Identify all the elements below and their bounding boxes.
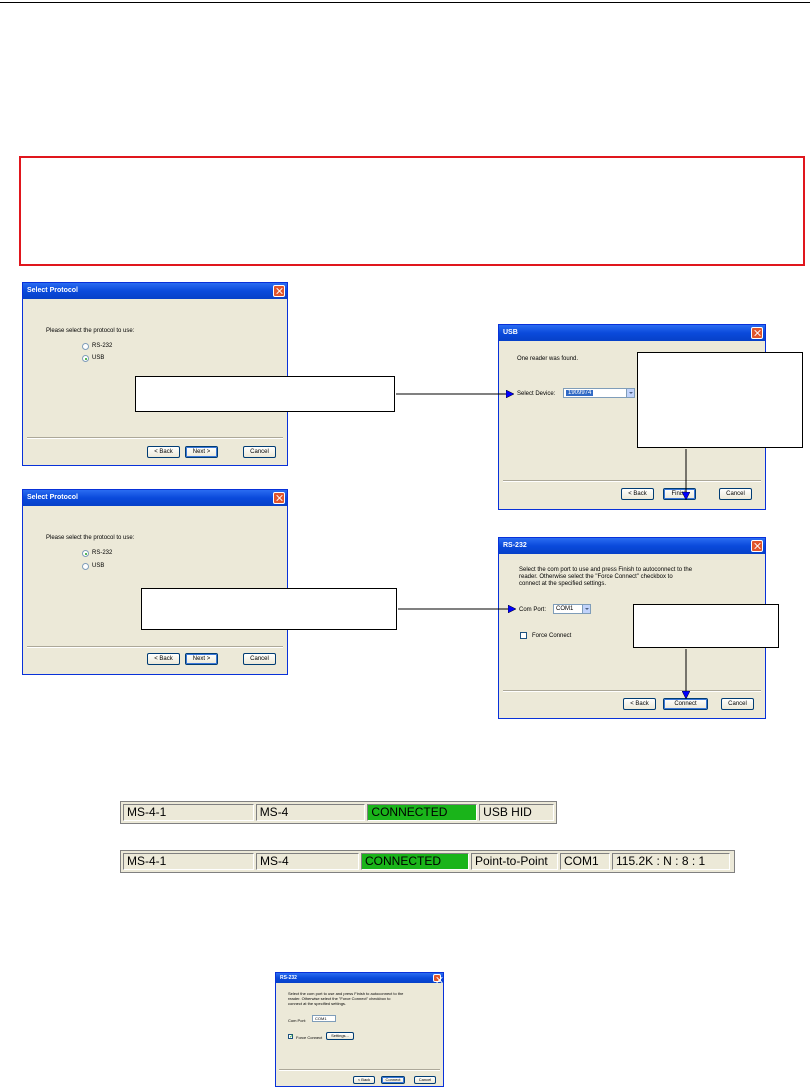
dialog-title: RS-232	[499, 538, 765, 554]
back-button[interactable]: < Back	[623, 698, 656, 710]
cancel-button[interactable]: Cancel	[719, 488, 752, 500]
close-icon[interactable]	[751, 540, 763, 552]
select-device-dropdown[interactable]: 1909974	[563, 388, 635, 398]
select-device-label: Select Device:	[517, 391, 556, 397]
select-protocol-dialog-rs232: Select Protocol Please select the protoc…	[22, 489, 288, 675]
radio-rs232[interactable]	[82, 550, 89, 557]
cancel-button[interactable]: Cancel	[414, 1076, 436, 1084]
page-header-rule	[0, 2, 810, 3]
radio-usb[interactable]	[82, 355, 89, 362]
important-note-box	[19, 156, 805, 266]
force-connect-checkbox[interactable]	[520, 632, 527, 639]
back-button[interactable]: < Back	[353, 1076, 375, 1084]
com-port-label: Com Port:	[519, 607, 547, 613]
instructions-line-1: Select the com port to use and press Fin…	[288, 991, 404, 996]
cancel-button[interactable]: Cancel	[243, 446, 276, 458]
protocol-prompt: Please select the protocol to use:	[46, 535, 135, 541]
dialog-title: Select Protocol	[23, 283, 287, 299]
selected-device: 1909974	[566, 390, 594, 396]
rs232-callout-box	[141, 588, 397, 630]
settings-button[interactable]: Settings...	[326, 1032, 354, 1040]
reader-found-message: One reader was found.	[517, 356, 579, 362]
instructions-line-1: Select the com port to use and press Fin…	[519, 567, 693, 573]
radio-rs232-label: RS-232	[92, 343, 113, 349]
com-port-dropdown[interactable]: COM1	[553, 604, 591, 614]
status-com-port: COM1	[560, 853, 610, 870]
finish-callout-box	[637, 352, 803, 448]
close-icon[interactable]	[751, 327, 763, 339]
dialog-title: Select Protocol	[23, 490, 287, 506]
dialog-title: USB	[499, 325, 765, 341]
status-model: MS-4	[256, 853, 359, 870]
dialog-separator	[27, 646, 283, 648]
dialog-separator	[503, 480, 761, 482]
connect-button[interactable]: Connect	[381, 1076, 405, 1084]
instructions-line-3: connect at the specified settings.	[519, 581, 607, 587]
chevron-down-icon[interactable]	[582, 605, 590, 613]
instructions-line-2: reader. Otherwise select the "Force Conn…	[288, 996, 391, 1001]
status-serial-settings: 115.2K : N : 8 : 1	[612, 853, 730, 870]
com-port-label: Com Port:	[288, 1018, 307, 1023]
close-icon[interactable]	[273, 285, 285, 297]
instructions-line-2: reader. Otherwise select the "Force Conn…	[519, 574, 673, 580]
com-port-value: COM1	[315, 1016, 327, 1021]
status-protocol: USB HID	[479, 804, 554, 821]
cancel-button[interactable]: Cancel	[721, 698, 754, 710]
dialog-separator	[503, 690, 761, 692]
status-connected-badge: CONNECTED	[367, 804, 478, 821]
connect-callout-box	[633, 604, 779, 648]
dialog-separator	[279, 1069, 440, 1071]
dialog-title: RS-232	[276, 973, 443, 983]
com-port-value: COM1	[556, 606, 574, 612]
protocol-prompt: Please select the protocol to use:	[46, 328, 135, 334]
instructions-line-3: connect at the specified settings.	[288, 1001, 347, 1006]
status-model: MS-4	[255, 804, 366, 821]
radio-rs232[interactable]	[82, 343, 89, 350]
radio-usb-label: USB	[92, 563, 105, 569]
status-connected-badge: CONNECTED	[361, 853, 469, 870]
force-connect-label: Force Connect	[532, 633, 572, 639]
force-connect-checkbox[interactable]	[288, 1033, 294, 1040]
dialog-separator	[27, 437, 283, 439]
radio-rs232-label: RS-232	[92, 550, 113, 556]
next-button[interactable]: Next >	[185, 446, 218, 458]
connect-button[interactable]: Connect	[663, 698, 708, 710]
back-button[interactable]: < Back	[147, 446, 180, 458]
usb-callout-box	[135, 376, 395, 412]
next-button[interactable]: Next >	[185, 653, 218, 665]
finish-button[interactable]: Finish	[663, 488, 696, 500]
status-reader-name: MS-4-1	[123, 853, 254, 870]
close-icon[interactable]	[273, 492, 285, 504]
status-protocol: Point-to-Point	[471, 853, 558, 870]
rs232-force-connect-dialog: RS-232 Select the com port to use and pr…	[275, 972, 444, 1087]
select-protocol-dialog-usb: Select Protocol Please select the protoc…	[22, 282, 288, 466]
cancel-button[interactable]: Cancel	[243, 653, 276, 665]
chevron-down-icon[interactable]	[626, 389, 634, 397]
com-port-dropdown[interactable]: COM1	[312, 1015, 336, 1022]
force-connect-label: Force Connect	[296, 1035, 323, 1040]
status-bar-rs232: MS-4-1 MS-4 CONNECTED Point-to-Point COM…	[120, 850, 735, 873]
status-bar-usb: MS-4-1 MS-4 CONNECTED USB HID	[120, 801, 557, 824]
radio-usb-label: USB	[92, 355, 105, 361]
radio-usb[interactable]	[82, 563, 89, 570]
back-button[interactable]: < Back	[147, 653, 180, 665]
back-button[interactable]: < Back	[621, 488, 654, 500]
status-reader-name: MS-4-1	[123, 804, 254, 821]
close-icon[interactable]	[433, 974, 441, 982]
